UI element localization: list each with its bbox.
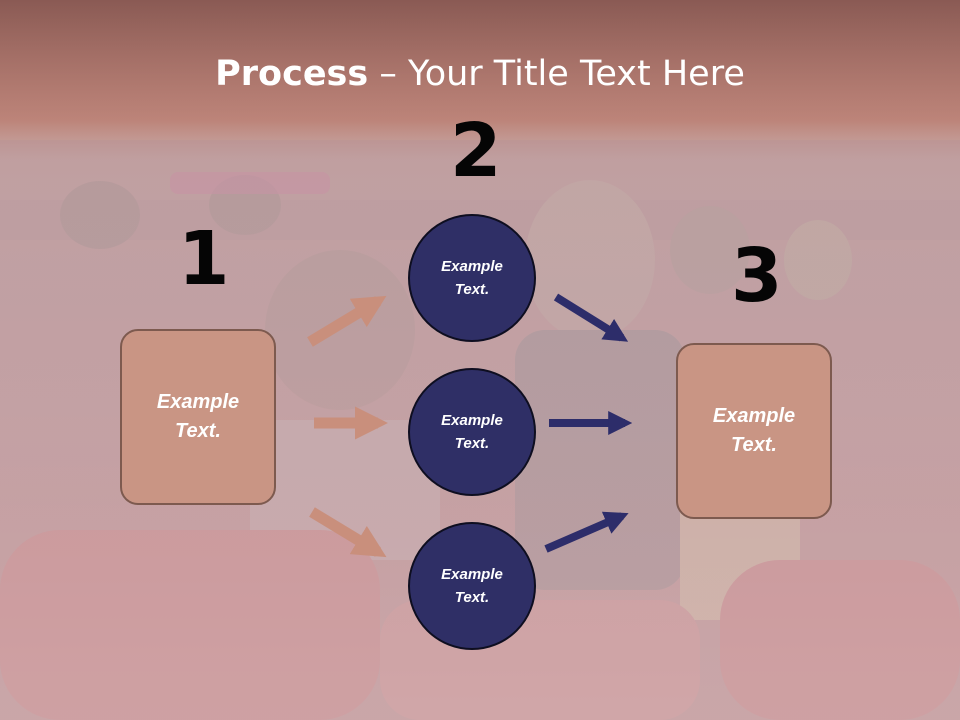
slide-title: Process – Your Title Text Here [0, 52, 960, 96]
arrow-right-up [544, 511, 629, 553]
step-1-text: Example Text. [156, 391, 240, 442]
arrow-left-down [309, 507, 387, 558]
title-bold: Process [215, 54, 369, 94]
step-2-circle-middle: Example Text. [408, 368, 536, 496]
arrow-right-down [553, 293, 629, 342]
step-2-circle-middle-text: Example Text. [441, 412, 503, 452]
step-2-number: 2 [450, 108, 502, 194]
step-3-number: 3 [731, 233, 783, 319]
step-3-text: Example Text. [712, 405, 796, 456]
arrow-left-up [307, 295, 387, 347]
step-2-circle-top-text: Example Text. [441, 258, 503, 298]
title-rest: – Your Title Text Here [368, 54, 745, 94]
step-2-circle-bottom: Example Text. [408, 522, 536, 650]
step-1-box: Example Text. [120, 329, 276, 505]
step-1-number: 1 [178, 216, 230, 302]
step-2-circle-bottom-text: Example Text. [441, 566, 503, 606]
step-3-box: Example Text. [676, 343, 832, 519]
step-2-circle-top: Example Text. [408, 214, 536, 342]
